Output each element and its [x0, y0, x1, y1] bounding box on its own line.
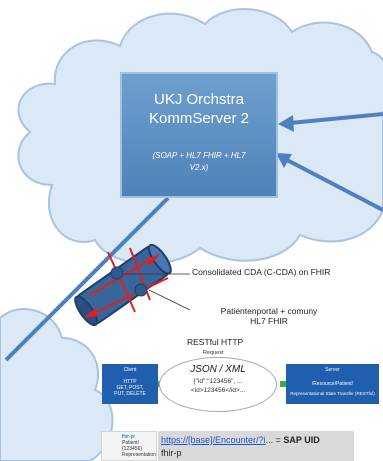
rest-server-title: Server [325, 367, 340, 373]
sap-uid-label: SAP UID [283, 435, 320, 445]
leader-line-portal [148, 289, 191, 311]
rest-client-line2: GET, POST, [116, 385, 144, 391]
red-cross-line-1 [107, 251, 136, 313]
server-port [280, 381, 286, 387]
red-arrowhead-down [84, 308, 98, 318]
rest-client-line1: HTTP [123, 379, 137, 385]
link-line: https://[base]/Encounter/?i... = SAP UID [161, 435, 354, 445]
node-dot-1 [110, 266, 124, 280]
portal-label: Patientenportal + comuny HL7 FHIR [194, 306, 344, 326]
server-title: UKJ Orchstra KommServer 2 [122, 90, 276, 128]
connector-arrowhead-lower [276, 153, 292, 168]
link-ellipsis: ... [265, 435, 276, 445]
portal-label-line1: Patientenportal + comuny [220, 306, 318, 316]
rest-server-box: Server /Resource/Patient/ Representation… [286, 364, 379, 404]
orchestra-server-box: UKJ Orchstra KommServer 2 (SOAP + HL7 FH… [120, 72, 278, 198]
rest-xml-example: <id>123456</id>... [190, 387, 246, 394]
server-subtitle: (SOAP + HL7 FHIR + HL7 V2.x) [122, 150, 276, 174]
connector-line-left [4, 196, 170, 362]
doc-snippet-line4: Representation [122, 452, 156, 458]
link-sub: fhir-p [161, 448, 182, 458]
doc-snippet-line3: {123456} [122, 446, 143, 452]
rest-server-line2: Representational State Transfer (RESTful… [290, 391, 375, 396]
rest-format-label: JSON / XML [190, 364, 246, 375]
link-equals: = [275, 435, 284, 445]
server-title-line1: UKJ Orchstra [153, 91, 244, 108]
red-arrowhead-up [146, 254, 160, 266]
fhir-link-box: https://[base]/Encounter/?i... = SAP UID… [158, 431, 354, 461]
rest-request-label: Request [203, 350, 224, 356]
portal-label-line2: HL7 FHIR [250, 316, 288, 326]
rest-client-title: Client [123, 367, 137, 373]
connector-arrow-lower [286, 158, 383, 212]
rest-client-box: Client HTTP GET, POST, PUT, DELETE [102, 364, 158, 404]
rest-format-ellipse: JSON / XML {"id":"123456", ... <id>12345… [159, 357, 277, 412]
encounter-link[interactable]: https://[base]/Encounter/?i [161, 435, 266, 445]
connector-arrow-upper [289, 112, 383, 125]
doc-snippet-line2: Patient/ [122, 440, 139, 446]
rest-json-example: {"id":"123456", ... [193, 378, 243, 385]
server-title-line2: KommServer 2 [148, 110, 250, 127]
doc-snippet-line1: fhir-pr [122, 434, 136, 440]
rest-client-line3: PUT, DELETE [114, 391, 146, 397]
fhir-doc-thumbnail: fhir-pr Patient/ {123456} Representation [101, 431, 157, 461]
rest-title: RESTful HTTP [187, 337, 244, 347]
rest-server-line1: /Resource/Patient/ [311, 381, 354, 387]
node-dot-2 [134, 283, 148, 297]
server-subtitle-line2: V2.x) [189, 163, 209, 172]
cda-label: Consolidated CDA (C-CDA) on FHIR [192, 267, 331, 277]
connector-arrowhead-upper [278, 115, 294, 132]
server-subtitle-line1: (SOAP + HL7 FHIR + HL7 [152, 151, 246, 160]
lower-cloud [0, 308, 114, 461]
